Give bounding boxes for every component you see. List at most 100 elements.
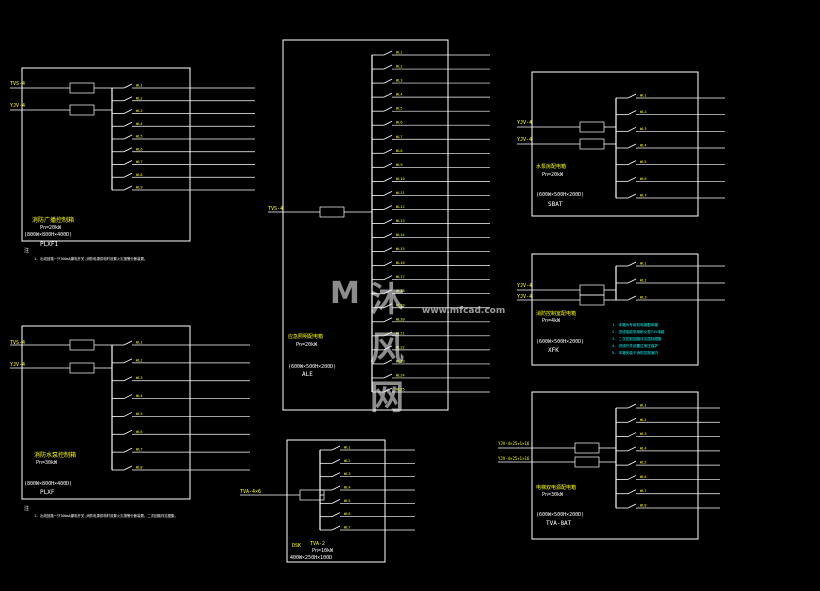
panel-title: 消防广播控制箱: [32, 216, 74, 224]
breaker-symbol: [383, 219, 393, 224]
watermark-logo: M: [330, 276, 360, 311]
circuit-label: WL7: [136, 160, 143, 164]
panel-xfk: 消防控制室配电箱 Pn=4kW (600W×500H×200D) XFK YJV…: [517, 253, 725, 366]
circuit-label: WL7: [396, 135, 403, 139]
circuit-label: WL6: [396, 121, 403, 125]
panel-frame: [282, 39, 449, 411]
breaker-symbol: [331, 525, 341, 531]
breaker-symbol: [383, 331, 393, 337]
breaker-symbol: [383, 233, 393, 238]
breaker-symbol: [331, 445, 341, 451]
circuit-label: WL1: [396, 51, 403, 55]
panel-title: 消防控制室配电箱: [536, 310, 576, 317]
breaker-symbol: [627, 193, 637, 199]
panel-tva2: DSK TVA-2 Pn=10kW 400W×250H×100D TVA-4×6…: [240, 439, 415, 563]
breaker-symbol: [383, 303, 393, 309]
breaker-symbol: [383, 373, 393, 379]
circuit-label: WL4: [344, 486, 351, 490]
circuit-label: WL5: [396, 107, 403, 111]
circuit-label: WL5: [640, 461, 647, 465]
note-head: 注: [24, 505, 29, 512]
circuit-label: WL2: [136, 358, 143, 362]
breaker-symbol: [123, 358, 133, 364]
breaker-symbol: [383, 64, 393, 70]
panel-title: 水泵房配电箱: [536, 163, 566, 170]
main-breaker-symbol: [579, 284, 605, 296]
note-text: 1. 出线回路一只300mA漏电开关,消防电源供电时设置火灾报警分断装置。: [34, 256, 147, 261]
input-label: YJV-4: [517, 283, 532, 289]
circuit-label: WL1: [640, 404, 647, 408]
circuit-label: WL2: [640, 110, 647, 114]
circuit-label: WL17: [396, 275, 405, 279]
breaker-symbol: [383, 261, 393, 266]
circuit-label: WL6: [640, 475, 647, 479]
breaker-symbol: [627, 403, 637, 409]
panel-name: TVA-8AT: [546, 520, 572, 527]
circuit-label: WL8: [396, 149, 403, 153]
breaker-symbol: [123, 109, 133, 114]
panel-name: TVA-2: [310, 541, 325, 547]
circuit-label: WL3: [344, 472, 351, 476]
breaker-symbol: [627, 261, 637, 267]
circuit-label: WL4: [640, 144, 647, 148]
input-label: YJV-4: [10, 103, 25, 109]
panel-size: (600W×500H×200D): [536, 192, 584, 198]
breaker-symbol: [383, 120, 393, 126]
breaker-symbol: [383, 177, 393, 182]
circuit-label: WL12: [396, 205, 405, 209]
circuit-label: WL7: [344, 526, 351, 530]
breaker-symbol: [383, 387, 393, 393]
panel-name: PLXF1: [40, 241, 58, 248]
panel-params: Pn=30kW: [36, 460, 58, 466]
circuit-label: WL6: [136, 147, 143, 151]
breaker-symbol: [123, 172, 133, 178]
panel-params: Pn=4kW: [542, 318, 561, 324]
circuit-label: WL7: [136, 448, 143, 452]
breaker-symbol: [123, 376, 133, 382]
breaker-symbol: [627, 278, 637, 284]
circuit-label: WL19: [396, 303, 405, 307]
circuit-group: WL1WL2WL3WL4WL5WL6WL7WL8WL9WL10WL11WL12W…: [268, 51, 490, 393]
panel-title: 消防水泵控制箱: [34, 451, 76, 459]
main-breaker-symbol: [574, 456, 600, 468]
breaker-symbol: [383, 106, 393, 112]
circuit-label: WL5: [640, 160, 647, 164]
circuit-label: WL3: [136, 376, 143, 380]
circuit-label: WL21: [396, 331, 405, 335]
circuit-label: WL8: [640, 504, 647, 508]
breaker-symbol: [123, 394, 133, 399]
circuit-label: WL4: [136, 122, 143, 126]
circuit-label: WL2: [136, 96, 143, 100]
panel-frame: [531, 253, 699, 366]
breaker-symbol: [383, 191, 393, 196]
breaker-symbol: [123, 412, 133, 417]
main-breaker-symbol: [69, 104, 95, 116]
panel-params: Pn=20kW: [40, 225, 62, 231]
circuit-label: WL9: [396, 163, 403, 167]
breaker-symbol: [627, 126, 637, 132]
breaker-symbol: [383, 78, 393, 84]
main-breaker-symbol: [69, 82, 95, 94]
circuit-label: WL3: [640, 432, 647, 436]
circuit-label: WL13: [396, 219, 405, 223]
panel-title: DSK: [292, 543, 301, 549]
panel-name: ALE: [302, 371, 313, 378]
breaker-symbol: [123, 83, 133, 89]
note-head: 注: [24, 247, 29, 254]
breaker-symbol: [123, 465, 133, 471]
circuit-label: WL2: [640, 279, 647, 283]
circuit-label: WL1: [344, 446, 351, 450]
input-label: TVS-4: [10, 340, 25, 346]
circuit-label: WL1: [640, 262, 647, 266]
panel-name: PLXF: [40, 489, 55, 496]
note-text: 2. 进线电缆采用耐火型YJV电缆: [612, 329, 665, 334]
panel-ale: 应急照明配电箱 Pn=20kW (600W×500H×200D) ALE TVS…: [268, 39, 490, 411]
breaker-symbol: [123, 147, 133, 153]
panel-frame: [21, 325, 191, 500]
circuit-label: WL25: [396, 388, 405, 392]
